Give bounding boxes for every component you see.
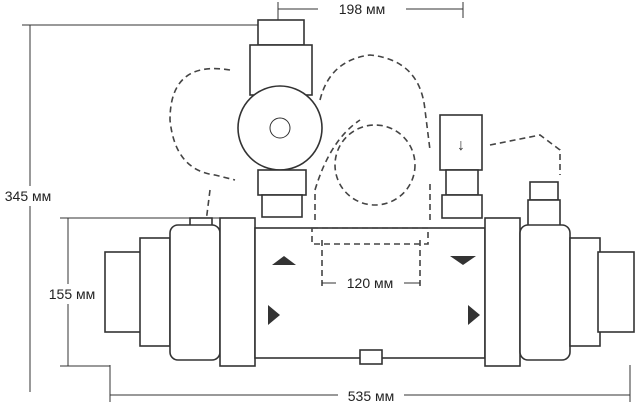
- flow-arrow-right-icon: [268, 305, 280, 325]
- flow-arrow-up-icon: [272, 256, 296, 265]
- circulation-pump: [237, 19, 323, 218]
- dimension-120: 120 мм: [311, 227, 429, 293]
- dimension-345-label: 345 мм: [5, 188, 52, 204]
- heat-exchanger-body: [104, 217, 635, 367]
- dimension-198: 198 мм: [277, 0, 464, 30]
- dimension-155: 155 мм: [40, 217, 225, 367]
- arrow-down-icon: ↓: [457, 137, 465, 154]
- air-valve: ↓: [439, 114, 483, 219]
- flow-arrow-right-icon: [468, 305, 480, 325]
- dimension-535: 535 мм: [109, 365, 631, 405]
- dashed-optional-pump: [169, 54, 561, 231]
- dimension-155-label: 155 мм: [49, 286, 96, 302]
- dimension-198-label: 198 мм: [339, 1, 386, 17]
- dimension-120-label: 120 мм: [347, 275, 394, 291]
- dimension-345: 345 мм: [0, 24, 265, 392]
- flow-arrow-down-icon: [450, 256, 476, 265]
- dimension-535-label: 535 мм: [348, 388, 395, 404]
